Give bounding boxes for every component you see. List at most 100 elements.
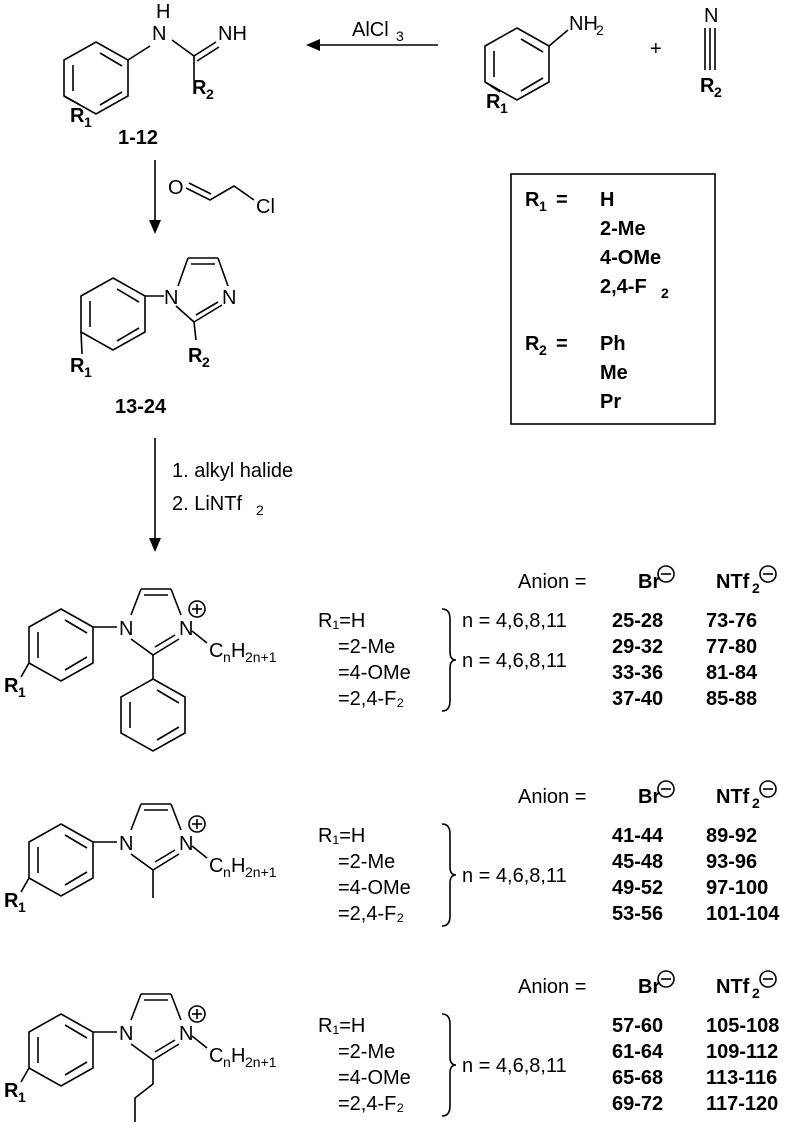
imidazolium-n3: N <box>179 618 193 640</box>
imidazole-structure: N N R 2 R 1 13-24 <box>70 257 236 418</box>
plus-sign: + <box>650 38 662 60</box>
n-values: n = 4,6,8,11 <box>462 865 567 887</box>
ring-double-bond <box>64 656 88 671</box>
box-r2-value: Ph <box>600 333 626 355</box>
bromide-range: 25-28 <box>612 610 663 632</box>
ring-double-bond <box>64 871 88 886</box>
propyl-chain <box>134 1060 154 1122</box>
ring-double-bond <box>64 1061 88 1076</box>
ring-double-bond <box>64 1024 88 1039</box>
box-r2-sub: 2 <box>539 342 547 358</box>
positive-charge <box>188 1005 206 1023</box>
ring-double-bond <box>99 91 123 106</box>
r1-label: R <box>4 1080 19 1102</box>
ntf2-range: 105-108 <box>706 1015 779 1037</box>
anion-br: Br <box>638 976 660 998</box>
amine-n-label: N <box>152 23 166 45</box>
anion-ntf2: NTf <box>716 571 750 593</box>
nitrile-structure: N R 2 <box>700 5 722 100</box>
r1-option: =2,4-F₂ <box>338 688 404 710</box>
bromide-range: 61-64 <box>612 1041 664 1063</box>
brace <box>441 823 457 927</box>
bond <box>193 41 217 57</box>
r1-label: R <box>70 355 85 377</box>
box-r1-value: 2,4-F <box>600 276 647 298</box>
bond <box>20 877 30 893</box>
alkyl-c-sub: n <box>223 1054 231 1070</box>
reagent-o: O <box>168 177 184 199</box>
bond <box>152 638 180 656</box>
alkyl-c-sub: n <box>223 864 231 880</box>
imidazole-n3: N <box>222 287 236 309</box>
alkyl-h: H <box>231 1045 245 1067</box>
bond <box>170 588 182 616</box>
bond <box>130 853 154 871</box>
ring-double-bond <box>156 726 180 741</box>
negative-charge <box>657 970 675 988</box>
bond <box>130 803 142 831</box>
bond <box>193 321 197 341</box>
r1-option: =4-OMe <box>338 662 411 684</box>
bromide-range: 57-60 <box>612 1015 663 1037</box>
alkyl-h-sub: 2n+1 <box>245 1054 277 1070</box>
bromide-range: 37-40 <box>612 688 663 710</box>
double-bond <box>154 634 176 648</box>
ring-double-bond <box>520 38 544 53</box>
box-border <box>510 173 716 425</box>
n-values: n = 4,6,8,11 <box>462 650 567 672</box>
bond <box>130 638 154 656</box>
ring-double-bond <box>116 327 140 342</box>
box-r2-eq: = <box>556 333 568 355</box>
imidazolium-n3: N <box>179 833 193 855</box>
bond <box>191 845 208 859</box>
bond <box>152 853 180 871</box>
bond <box>191 630 208 644</box>
bond <box>484 81 501 93</box>
imidazolium-n1: N <box>119 833 133 855</box>
phenyl-ring <box>120 678 186 752</box>
reagent-alcl3: AlCl <box>352 19 389 41</box>
box-r2-label: R <box>525 333 540 355</box>
ntf2-range: 77-80 <box>706 636 757 658</box>
alkyl-h: H <box>231 855 245 877</box>
bond <box>20 1067 30 1083</box>
negative-charge <box>657 780 675 798</box>
reagent-cl: Cl <box>256 196 275 218</box>
nh2-sub: 2 <box>596 22 604 38</box>
box-r2-value: Pr <box>600 391 621 413</box>
r1-option: =2,4-F₂ <box>338 903 404 925</box>
anion-ntf2-sub: 2 <box>752 580 760 596</box>
amidine-structure: N H NH R 2 R 1 1-12 <box>63 1 247 149</box>
box-r1-value: H <box>600 189 614 211</box>
arrow-head <box>149 220 161 234</box>
bond <box>170 993 182 1021</box>
r2-label: R <box>700 75 715 97</box>
negative-charge <box>657 565 675 583</box>
imidazolium-n1: N <box>119 1023 133 1045</box>
nitrile-n-label: N <box>704 5 718 27</box>
r1-option: R₁=H <box>318 1015 365 1037</box>
r1-sub: 1 <box>84 114 92 130</box>
r1-option: =2-Me <box>338 636 395 658</box>
ring-double-bond <box>64 619 88 634</box>
anion-ntf2: NTf <box>716 786 750 808</box>
anion-ntf2: NTf <box>716 976 750 998</box>
anion-ntf2-sub: 2 <box>752 795 760 811</box>
bond <box>191 1035 208 1049</box>
box-r1-value: 2-Me <box>600 218 646 240</box>
ntf2-range: 101-104 <box>706 903 780 925</box>
r1-sub: 1 <box>500 100 508 116</box>
imidazole-n1: N <box>164 287 178 309</box>
bromide-range: 53-56 <box>612 903 663 925</box>
benzene-ring <box>63 41 129 115</box>
bond <box>193 304 223 323</box>
bond <box>217 257 229 287</box>
alkyl-h-sub: 2n+1 <box>245 864 277 880</box>
bromide-range: 33-36 <box>612 662 663 684</box>
ntf2-range: 89-92 <box>706 825 757 847</box>
double-bond <box>196 46 220 62</box>
negative-charge <box>759 780 777 798</box>
negative-charge <box>759 565 777 583</box>
reagent-chain <box>185 185 255 201</box>
